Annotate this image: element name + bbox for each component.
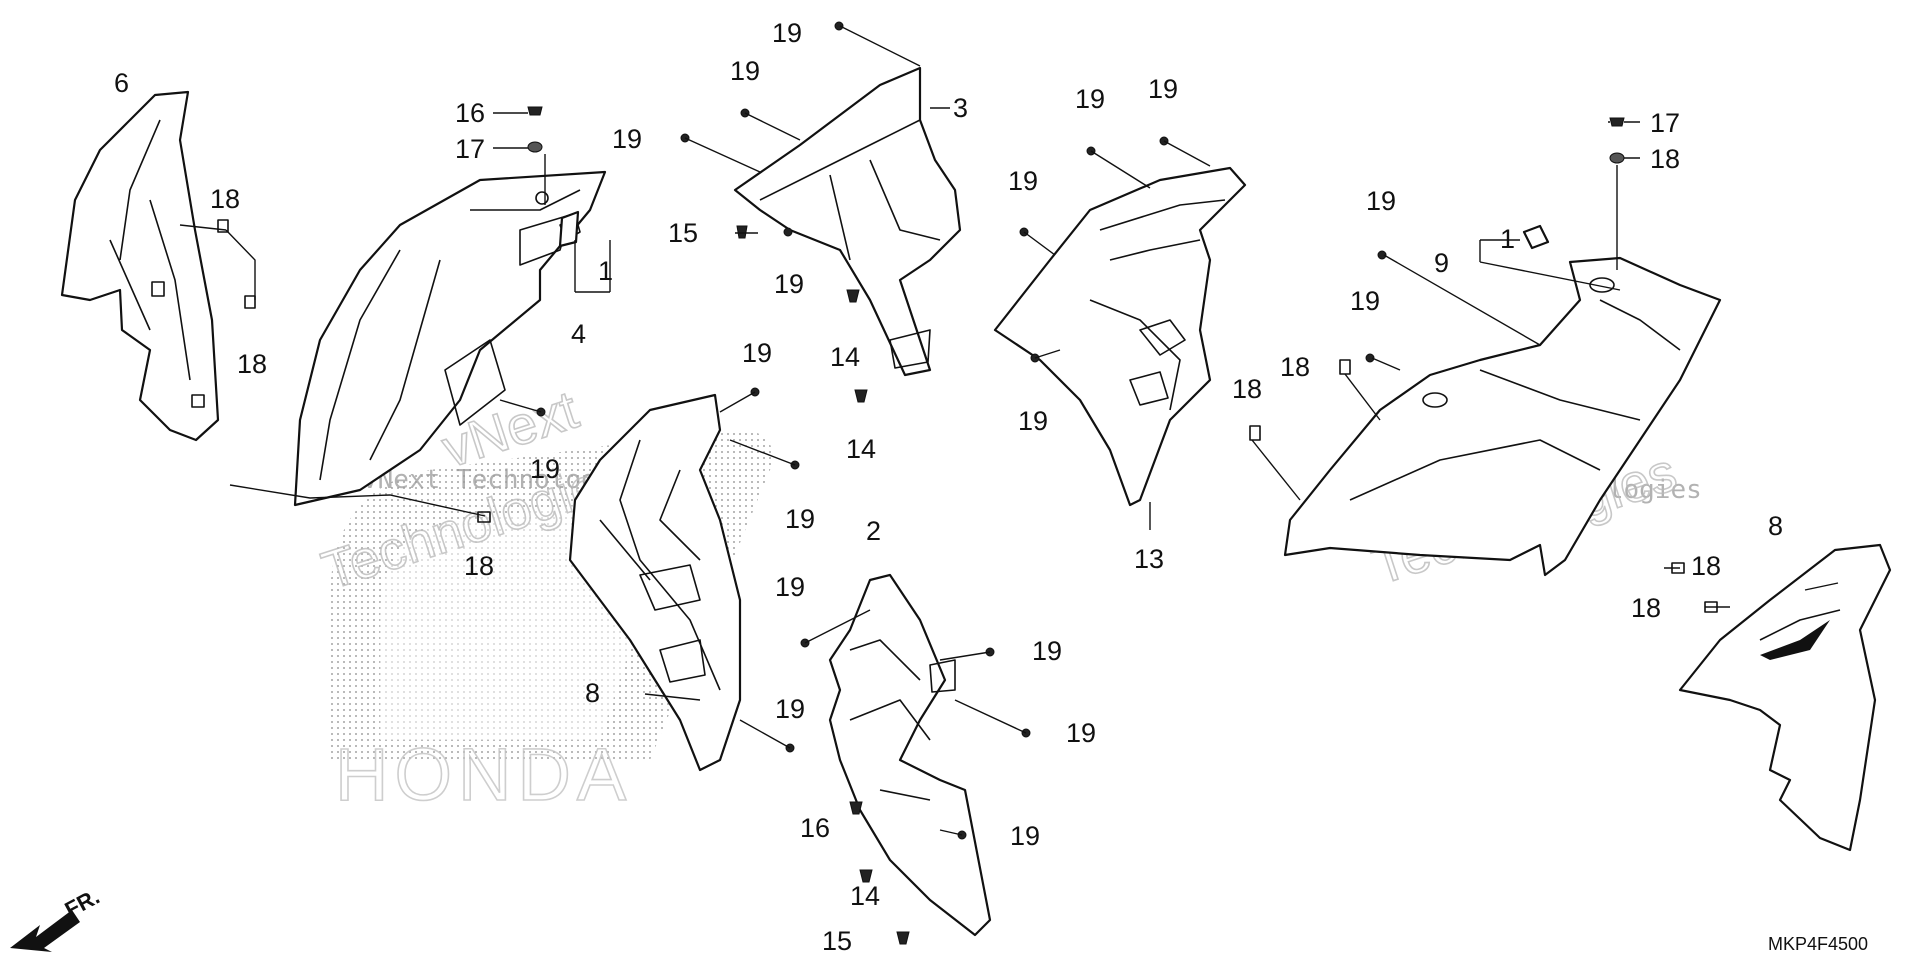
leader-lines	[179, 25, 1839, 836]
callout-18-e: 18	[1232, 374, 1262, 404]
callout-14-c: 14	[850, 881, 880, 911]
callout-19-m: 19	[1350, 286, 1380, 316]
callout-14-a: 14	[830, 342, 860, 372]
part-11-outer-panel-right	[1678, 543, 1892, 852]
callout-1-a: 1	[598, 256, 613, 286]
callout-17-b: 18	[1650, 144, 1680, 174]
part-2-lower-bracket	[828, 573, 992, 937]
fasteners	[217, 21, 1718, 945]
callout-19-e: 19	[774, 269, 804, 299]
callout-19-f: 19	[742, 338, 772, 368]
callout-19-k: 19	[1018, 406, 1048, 436]
callout-18-f: 18	[1691, 551, 1721, 581]
callout-13: 13	[1134, 544, 1164, 574]
callout-18-g: 18	[1631, 593, 1661, 623]
callout-16-b: 17	[1650, 108, 1680, 138]
callout-19-h: 19	[1075, 84, 1105, 114]
front-arrow-icon	[10, 910, 80, 952]
callout-18-a: 18	[210, 184, 240, 214]
part-1-emblem-left	[558, 210, 580, 248]
callout-19-i: 19	[1148, 74, 1178, 104]
part-13-center-duct	[993, 166, 1247, 507]
callout-8: 8	[585, 678, 600, 708]
callout-9: 9	[1434, 248, 1449, 278]
callout-19-a: 19	[530, 454, 560, 484]
callout-3: 3	[953, 93, 968, 123]
callout-1-b: 1	[1500, 224, 1515, 254]
part-1-emblem-right	[1522, 224, 1550, 250]
callout-19-l: 19	[1366, 186, 1396, 216]
callout-14-d: 15	[822, 926, 852, 956]
brand-mark-text: HONDA	[335, 733, 632, 816]
callout-4: 4	[571, 319, 586, 349]
callout-18-d: 18	[1280, 352, 1310, 382]
callout-19-n: 19	[775, 572, 805, 602]
callout-18-b: 18	[237, 349, 267, 379]
callout-19-q: 19	[1066, 718, 1096, 748]
callout-18-c: 18	[464, 551, 494, 581]
part-9-inner-panel-right	[1283, 256, 1722, 577]
callout-6: 6	[114, 68, 129, 98]
callout-19-d: 19	[612, 124, 642, 154]
callout-17-a: 17	[455, 134, 485, 164]
callout-2: 2	[866, 516, 881, 546]
callout-19-j: 19	[1008, 166, 1038, 196]
callout-19-o: 19	[775, 694, 805, 724]
front-direction-indicator: FR.	[10, 884, 104, 952]
callout-labels: 6 18 18 16 17 1 4 19 18 19 19 19 3 15 19…	[114, 18, 1783, 956]
callout-15-b: 16	[800, 813, 830, 843]
part-3-upper-bracket	[733, 66, 962, 377]
callout-19-r: 19	[1010, 821, 1040, 851]
part-8-lower-inner-panel	[568, 393, 742, 772]
callout-14-b: 14	[846, 434, 876, 464]
callout-19-c: 19	[730, 56, 760, 86]
callout-19-b: 19	[772, 18, 802, 48]
callout-19-g: 19	[785, 504, 815, 534]
reference-code: MKP4F4500	[1768, 934, 1868, 954]
callout-15-a: 15	[668, 218, 698, 248]
part-6-outer-panel-left	[60, 90, 220, 442]
callout-19-p: 19	[1032, 636, 1062, 666]
callout-16-a: 16	[455, 98, 485, 128]
callout-11: 8	[1768, 511, 1783, 541]
